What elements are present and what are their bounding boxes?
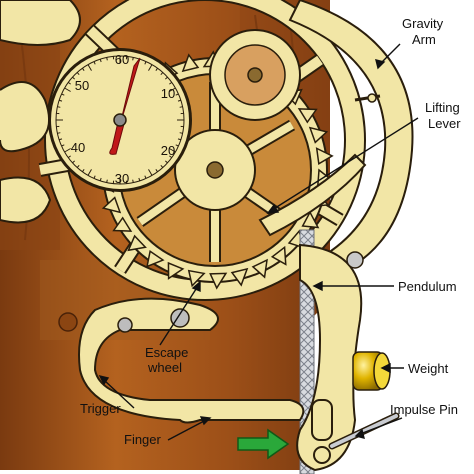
escape-wheel-tooth	[181, 53, 200, 73]
dial-tick	[169, 155, 173, 159]
dial-number-20: 20	[161, 143, 175, 158]
dial-tick	[164, 76, 168, 80]
escape-wheel-tooth	[270, 245, 287, 266]
dial-tick	[175, 93, 179, 96]
dial-tick	[64, 148, 71, 153]
callout-labels: Gravity Arm Lifting Lever Pendulum Escap…	[80, 16, 461, 447]
dial-tick	[155, 169, 159, 173]
dial-tick	[160, 164, 164, 168]
escape-wheel-tooth	[308, 126, 329, 144]
escape-wheel-tooth	[167, 261, 185, 280]
dial-tick	[164, 160, 168, 164]
escape-wheel-tooth	[187, 269, 206, 288]
dial-tick	[58, 99, 63, 102]
dial-number-60: 60	[115, 52, 129, 67]
dial-tick	[177, 99, 182, 102]
dial-tick	[81, 67, 85, 71]
dial-hub	[113, 113, 127, 127]
dial-tick	[57, 106, 61, 108]
dial-tick	[148, 64, 153, 71]
seconds-dial: 60 10 20 30 40 50	[48, 48, 192, 192]
weight	[352, 351, 391, 391]
dial-tick	[61, 93, 65, 96]
seconds-hand	[109, 57, 141, 155]
dial-tick	[177, 138, 182, 141]
dial-tick	[99, 58, 102, 63]
dial-tick	[87, 64, 92, 71]
escape-wheel-tooth	[301, 210, 320, 229]
lifting-lever	[258, 153, 367, 237]
dial-tick	[144, 175, 147, 179]
label-lifting-lever-line2: Lever	[428, 116, 461, 131]
dial-tick	[106, 179, 108, 183]
dial-tick	[138, 177, 141, 182]
escape-wheel-tooth	[101, 196, 122, 214]
dial-tick	[93, 61, 96, 65]
dial-tick	[132, 57, 134, 61]
label-trigger: Trigger	[80, 401, 121, 416]
dial-tick	[106, 57, 108, 61]
dial-tick	[169, 148, 176, 153]
pendulum-frame	[296, 243, 364, 472]
dial-tick	[144, 61, 147, 65]
dial-tick	[155, 67, 159, 71]
escape-wheel-tooth	[112, 216, 133, 232]
label-gravity-arm-line2: Arm	[412, 32, 436, 47]
left-frame	[0, 0, 81, 224]
escape-wheel-tooth	[297, 108, 318, 124]
dial-tick	[169, 81, 173, 85]
upper-gear	[209, 29, 301, 121]
dial-number-40: 40	[71, 140, 85, 155]
dial-tick	[87, 169, 92, 176]
escape-wheel-tooth	[230, 267, 249, 287]
label-finger: Finger	[124, 432, 162, 447]
dial-tick	[169, 87, 176, 92]
dial-tick	[67, 155, 71, 159]
dial-number-10: 10	[161, 86, 175, 101]
dial-tick	[58, 138, 63, 141]
label-pendulum: Pendulum	[398, 279, 457, 294]
escape-wheel-tooth	[127, 234, 147, 252]
dial-tick	[148, 169, 153, 176]
dial-tick	[179, 106, 183, 108]
green-arrow-icon	[237, 428, 290, 460]
dial-tick	[64, 87, 71, 92]
dial-tick	[160, 72, 164, 76]
escape-wheel-tooth	[209, 272, 228, 290]
label-escape-wheel-line1: Escape	[145, 345, 188, 360]
dial-tick	[57, 132, 61, 134]
dial-tick	[61, 144, 65, 147]
label-weight: Weight	[408, 361, 449, 376]
leader-lines	[98, 43, 419, 441]
escape-wheel-tooth	[146, 250, 165, 268]
dial-tick	[72, 160, 76, 164]
label-impulse-pin: Impulse Pin	[390, 402, 458, 417]
dial-tick	[93, 175, 96, 179]
dial-tick	[99, 177, 102, 182]
dial-tick	[179, 132, 183, 134]
dial-tick	[72, 76, 76, 80]
dial-tick	[132, 179, 134, 183]
dial-number-50: 50	[75, 78, 89, 93]
dial-number-30: 30	[115, 171, 129, 186]
dial-tick	[67, 81, 71, 85]
dial-tick	[175, 144, 179, 147]
dial-tick	[76, 72, 80, 76]
label-gravity-arm-line1: Gravity	[402, 16, 444, 31]
label-lifting-lever-line1: Lifting	[425, 100, 460, 115]
dial-tick	[81, 169, 85, 173]
dial-tick	[76, 164, 80, 168]
escape-wheel-tooth	[315, 147, 334, 166]
label-escape-wheel-line2: wheel	[147, 360, 182, 375]
impulse-pin	[328, 412, 400, 450]
escape-wheel-tooth	[251, 258, 268, 279]
trigger-lever	[78, 297, 305, 424]
